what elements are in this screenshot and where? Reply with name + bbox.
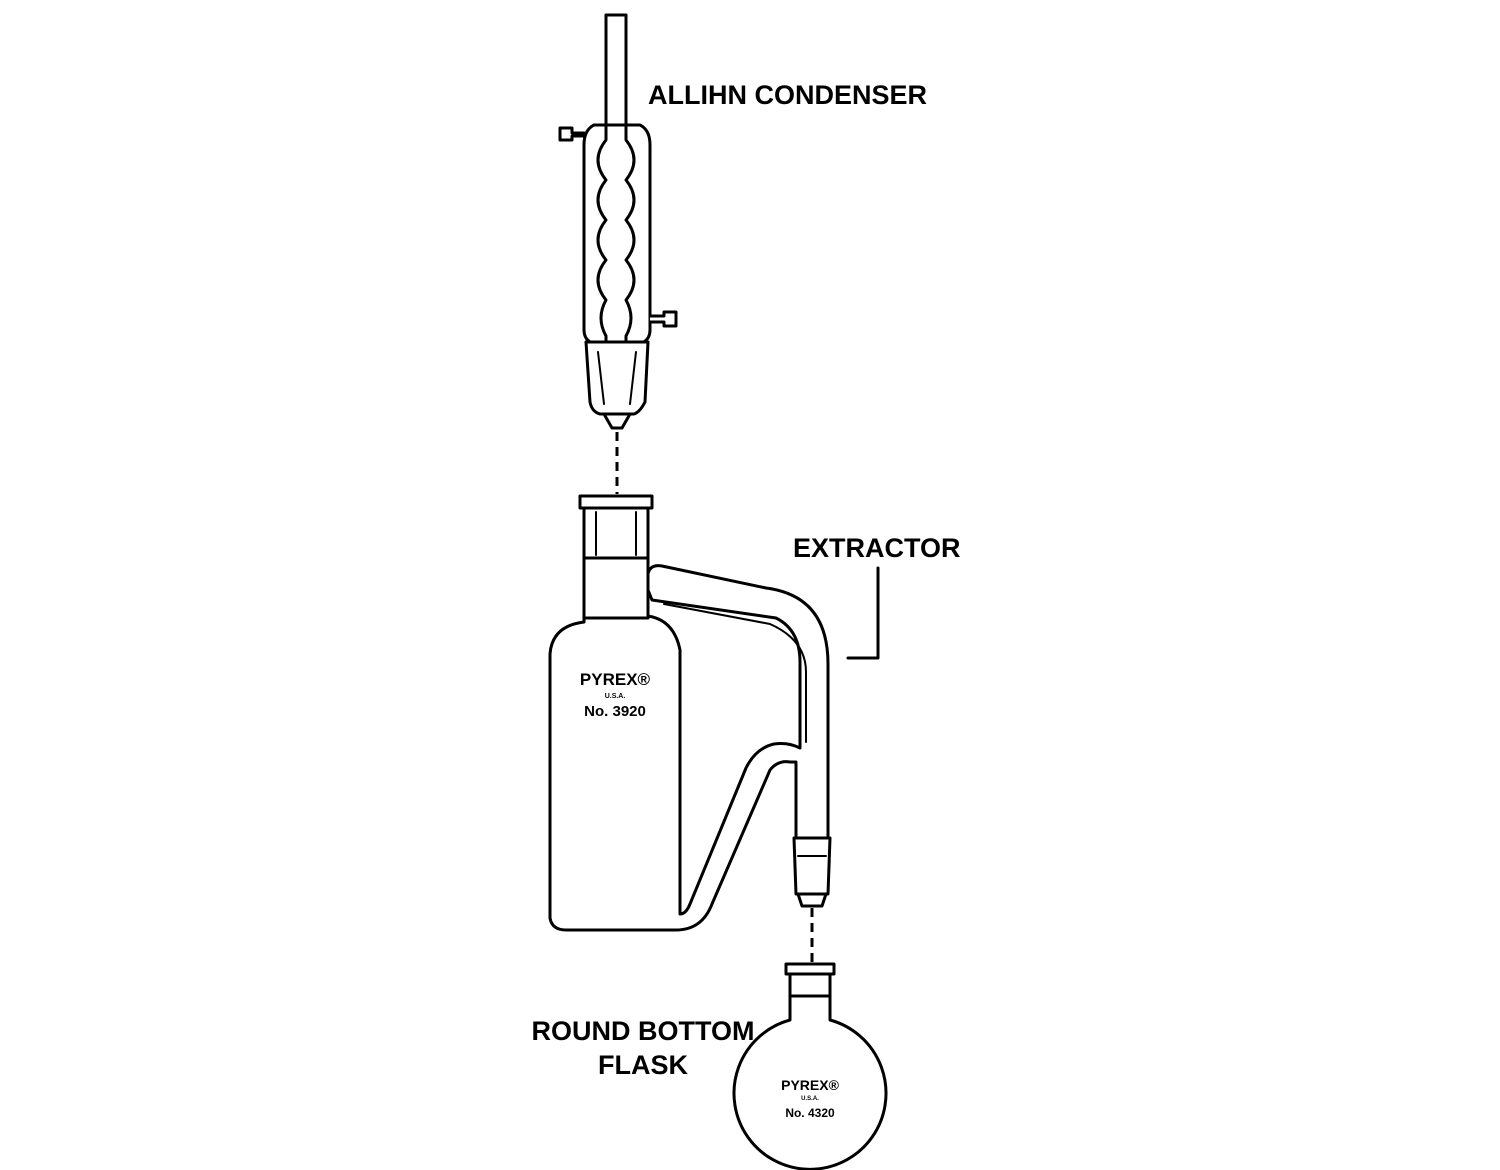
extractor-neck bbox=[582, 506, 650, 622]
extractor-body bbox=[548, 564, 830, 932]
flask-lip bbox=[784, 962, 836, 976]
flask-origin: U.S.A. bbox=[801, 1096, 819, 1102]
condenser-joint bbox=[584, 340, 650, 416]
condenser-water-inlet bbox=[648, 310, 678, 328]
round-bottom-flask: PYREX® U.S.A. No. 4320 bbox=[732, 962, 888, 1170]
extractor-bottom-joint bbox=[792, 836, 832, 896]
extractor: PYREX® U.S.A. No. 3920 bbox=[548, 494, 832, 932]
label-flask: FLASK bbox=[598, 1050, 688, 1080]
condenser-drip-tip bbox=[602, 412, 632, 430]
extractor-origin: U.S.A. bbox=[605, 693, 626, 700]
extractor-brand: PYREX® bbox=[580, 670, 651, 689]
flask-brand: PYREX® bbox=[781, 1077, 839, 1093]
extractor-drip-tip bbox=[796, 892, 828, 908]
condenser-inner-bulbs bbox=[596, 123, 608, 344]
condenser-top-tube bbox=[604, 13, 628, 127]
allihn-condenser bbox=[558, 13, 678, 430]
extractor-number: No. 3920 bbox=[584, 703, 646, 720]
label-extractor: EXTRACTOR bbox=[793, 533, 961, 563]
condenser-jacket bbox=[582, 123, 652, 344]
extractor-lip bbox=[578, 494, 654, 510]
condenser-water-outlet bbox=[558, 126, 586, 142]
flask-body bbox=[732, 972, 888, 1170]
label-round-bottom: ROUND BOTTOM bbox=[532, 1016, 755, 1046]
extractor-callout-line bbox=[846, 566, 880, 660]
flask-number: No. 4320 bbox=[785, 1106, 835, 1120]
label-allihn-condenser: ALLIHN CONDENSER bbox=[648, 80, 927, 110]
